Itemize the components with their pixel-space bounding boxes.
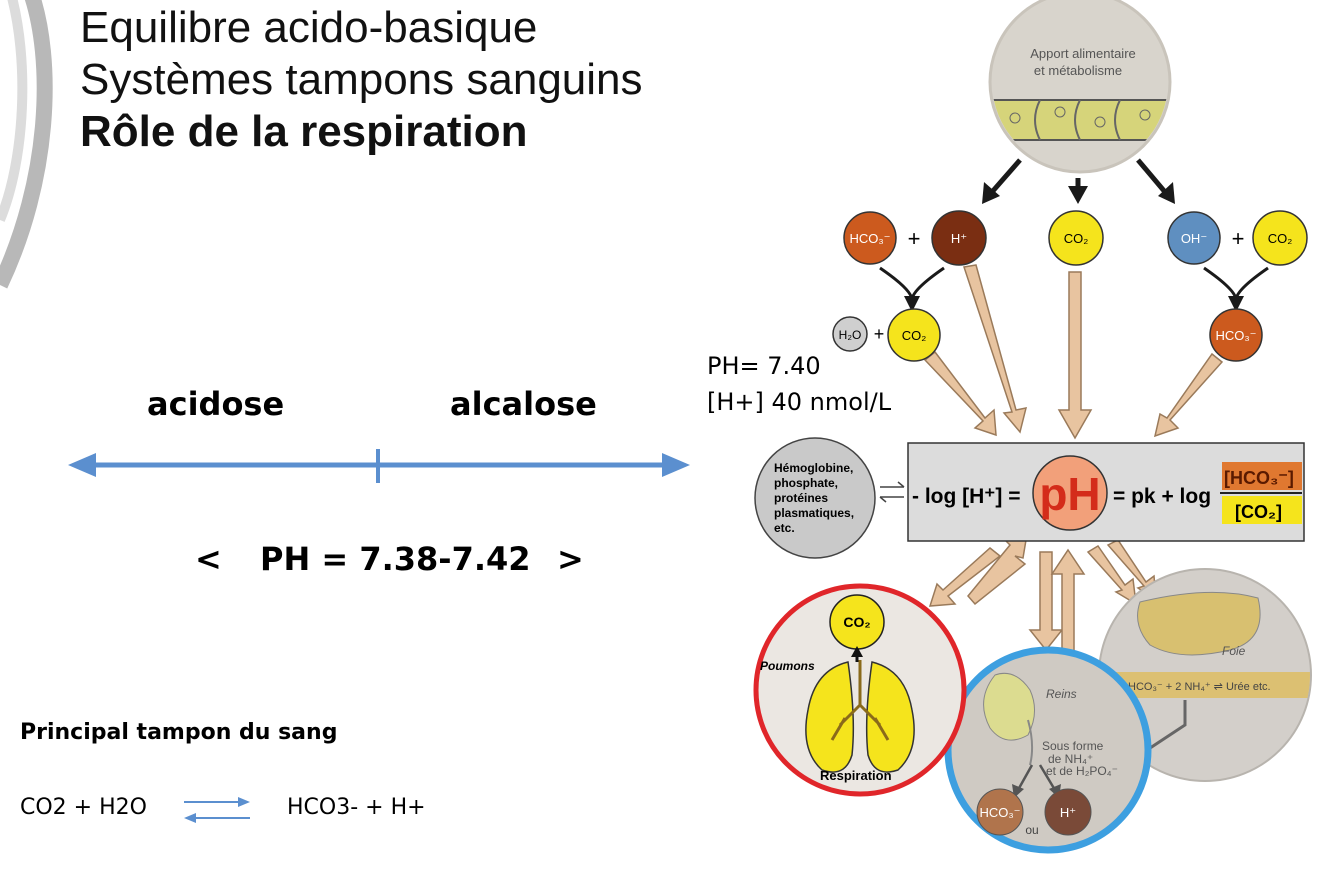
kidney-hco3-label: HCO₃⁻ — [979, 805, 1020, 820]
h-plus-label: H⁺ — [951, 231, 967, 246]
lt-symbol: < — [195, 540, 222, 578]
oh-circle — [1167, 211, 1221, 265]
alcalose-label: alcalose — [450, 385, 597, 423]
hco3-circle-right — [1209, 308, 1263, 362]
co2-circle-right — [1252, 210, 1308, 266]
eq-left: - log [H⁺] = — [912, 485, 1021, 508]
plus-left: + — [908, 226, 921, 251]
kidney-circle: Reins Sous forme de NH₄⁺ et de H₂PO₄⁻ HC… — [944, 646, 1152, 854]
acid-base-diagram: Apport alimentaire et métabolisme HCO₃⁻ … — [753, 0, 1312, 854]
buffers-line-1: Hémoglobine, — [774, 461, 853, 475]
plus-right: + — [1232, 226, 1245, 251]
buffers-line-5: etc. — [774, 521, 795, 535]
title-line-2: Systèmes tampons sanguins — [80, 55, 643, 104]
co2-circle-center — [1048, 210, 1104, 266]
hco3-circle-left — [843, 211, 897, 265]
title-line-1: Equilibre acido-basique — [80, 3, 538, 52]
eq-right: = pk + log — [1113, 485, 1211, 508]
kidney-text-3: et de H₂PO₄⁻ — [1046, 764, 1118, 778]
kidney-h-circle — [1044, 788, 1092, 836]
food-label-2: et métabolisme — [1034, 63, 1122, 78]
hco3-label-right: HCO₃⁻ — [1215, 328, 1256, 343]
buffer-title: Principal tampon du sang — [20, 720, 338, 745]
eq-numerator: [HCO₃⁻] — [1224, 468, 1294, 488]
liver-circle: Foie HCO₃⁻ + 2 NH₄⁺ ⇌ Urée etc. — [1098, 568, 1312, 782]
h2o-label: H₂O — [839, 328, 862, 342]
tan-arrows — [923, 264, 1224, 661]
eq-den-bg — [1222, 496, 1302, 524]
liver-equation: HCO₃⁻ + 2 NH₄⁺ ⇌ Urée etc. — [1128, 681, 1271, 693]
buffer-right-side: HCO3- + H+ — [287, 795, 426, 820]
co2-label-left: CO₂ — [902, 328, 927, 343]
eq-num-bg — [1222, 462, 1302, 490]
top-food-circle: Apport alimentaire et métabolisme — [988, 0, 1172, 174]
lungs-caption: Respiration — [820, 768, 892, 783]
eq-denominator: [CO₂] — [1235, 502, 1282, 522]
top-black-arrows — [982, 158, 1175, 204]
kidney-text-1: Sous forme — [1042, 739, 1104, 753]
h2o-circle — [832, 316, 868, 352]
equilibrium-arrows-icon — [184, 797, 250, 823]
decorative-arc — [0, 0, 53, 289]
lungs-co2-label: CO₂ — [843, 614, 870, 630]
co2-label-center: CO₂ — [1064, 231, 1089, 246]
buffers-line-4: plasmatiques, — [774, 506, 854, 520]
h-plus-circle — [931, 210, 987, 266]
acidose-label: acidose — [147, 385, 285, 423]
join-arrow-left — [879, 266, 945, 301]
food-label-1: Apport alimentaire — [1030, 46, 1136, 61]
kidney-label: Reins — [1046, 687, 1077, 701]
hco3-label-left: HCO₃⁻ — [849, 231, 890, 246]
ph-circle — [1032, 455, 1108, 531]
oh-label: OH⁻ — [1181, 231, 1207, 246]
kidney-text-2: de NH₄⁺ — [1048, 752, 1093, 766]
kidney-h-label: H⁺ — [1060, 805, 1076, 820]
kidney-hco3-circle — [976, 788, 1024, 836]
buffer-left-side: CO2 + H2O — [20, 795, 147, 820]
buffers-line-3: protéines — [774, 491, 828, 505]
buffers-circle — [754, 437, 876, 559]
gt-symbol: > — [557, 540, 584, 578]
buffers-line-2: phosphate, — [774, 476, 838, 490]
plus-h2o: + — [874, 324, 885, 344]
title-line-3: Rôle de la respiration — [80, 107, 528, 156]
ph-normal-range: PH = 7.38-7.42 — [260, 540, 531, 578]
h-concentration: [H+] 40 nmol/L — [707, 388, 892, 416]
co2-circle-left — [887, 308, 941, 362]
eq-ph: pH — [1039, 468, 1100, 520]
lungs-circle: CO₂ Poumons Respiration — [753, 583, 967, 797]
join-arrow-right — [1203, 266, 1269, 301]
kidney-or: ou — [1025, 823, 1038, 837]
liver-label: Foie — [1222, 644, 1246, 658]
lungs-label: Poumons — [760, 659, 815, 673]
ph-scale-arrow — [68, 449, 690, 483]
co2-label-right: CO₂ — [1268, 231, 1293, 246]
buffer-exchange-arrows — [879, 481, 905, 503]
ph-value: PH= 7.40 — [707, 352, 821, 380]
